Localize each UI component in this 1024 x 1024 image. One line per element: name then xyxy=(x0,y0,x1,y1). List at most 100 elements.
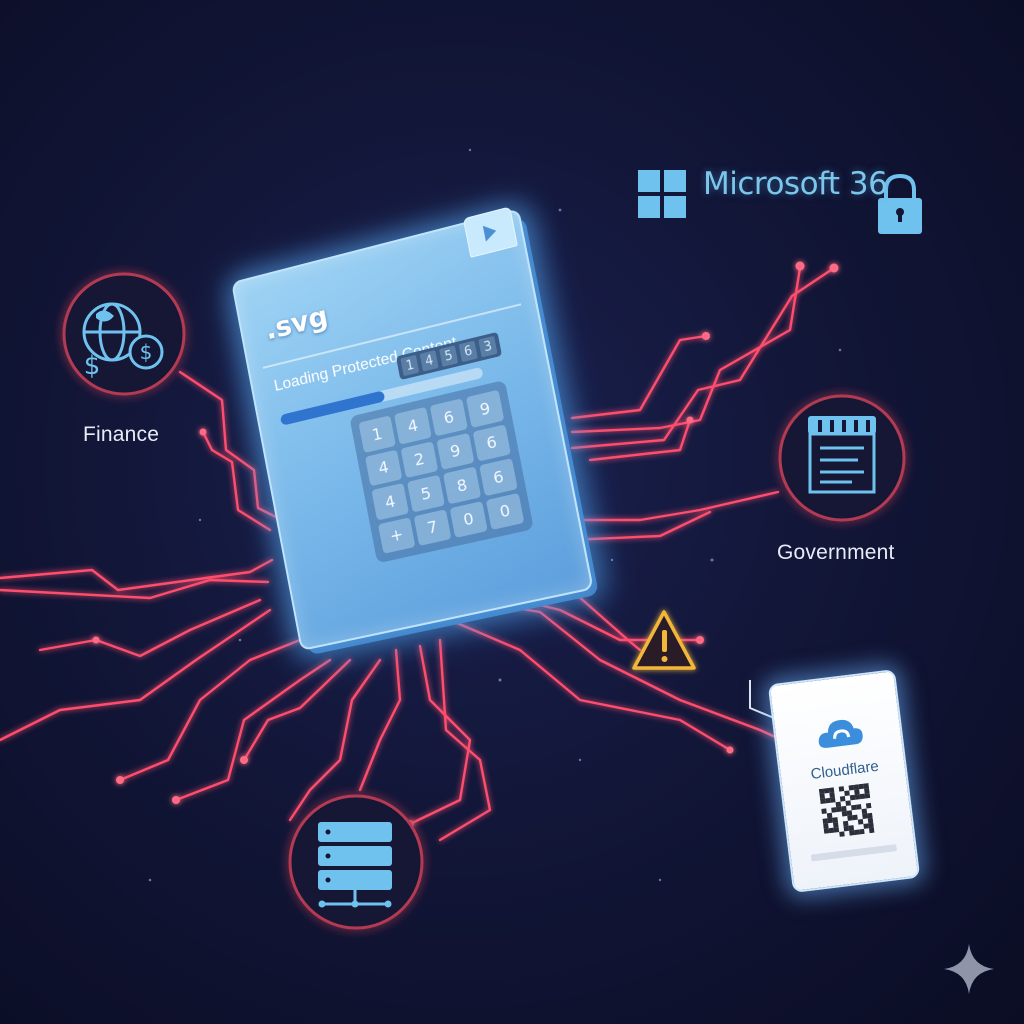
qr-module xyxy=(859,784,865,790)
code-digit: 4 xyxy=(420,350,439,371)
keypad-key[interactable]: + xyxy=(378,517,416,554)
keypad-key[interactable]: 5 xyxy=(407,475,445,512)
qr-module xyxy=(822,818,828,824)
code-digit: 1 xyxy=(400,355,419,376)
trace-server-2 xyxy=(410,646,470,824)
qr-module xyxy=(844,826,850,832)
keypad-key[interactable]: 4 xyxy=(394,407,432,444)
qr-module xyxy=(827,818,833,824)
qr-module xyxy=(854,784,860,790)
qr-module xyxy=(830,797,836,803)
trace-left-1 xyxy=(0,560,272,590)
qr-module xyxy=(866,803,872,809)
trace-gov-1 xyxy=(570,492,778,520)
qr-module xyxy=(832,817,838,823)
qr-module xyxy=(829,792,835,798)
qr-module xyxy=(847,810,853,816)
qr-module xyxy=(848,825,854,831)
keypad-key[interactable]: 1 xyxy=(358,415,395,452)
window-title: .svg xyxy=(263,299,331,346)
government-label: Government xyxy=(777,541,895,565)
trace-left-4 xyxy=(40,600,260,656)
server-node xyxy=(290,796,422,928)
qr-module xyxy=(819,793,825,799)
qr-module xyxy=(824,828,830,834)
qr-module xyxy=(858,819,864,825)
keypad-key[interactable]: 6 xyxy=(473,424,511,462)
qr-module xyxy=(844,790,850,796)
svg-text:$: $ xyxy=(140,340,153,364)
qr-module xyxy=(821,808,827,814)
finance-node: $ $ xyxy=(64,274,184,394)
keypad-key[interactable]: 6 xyxy=(479,458,517,496)
qr-module xyxy=(856,804,862,810)
qr-module xyxy=(823,823,829,829)
qr-module xyxy=(863,823,869,829)
qr-module xyxy=(820,798,826,804)
qr-module xyxy=(847,815,853,821)
qr-module xyxy=(868,823,874,829)
qr-module xyxy=(827,813,833,819)
qr-module xyxy=(849,830,855,836)
qr-module xyxy=(829,828,835,834)
qr-module xyxy=(845,800,851,806)
qr-module xyxy=(865,793,871,799)
keypad-key[interactable]: 2 xyxy=(400,441,438,478)
qr-module xyxy=(841,806,847,812)
svg-text:$: $ xyxy=(84,351,101,381)
qr-module xyxy=(833,822,839,828)
keypad-key[interactable]: 9 xyxy=(436,432,474,470)
qr-code-icon xyxy=(819,783,875,839)
qr-module xyxy=(859,829,865,835)
qr-module xyxy=(819,789,825,795)
qr-module xyxy=(851,805,857,811)
qr-module xyxy=(864,788,870,794)
qr-module xyxy=(836,802,842,808)
qr-module xyxy=(860,794,866,800)
qr-module xyxy=(869,828,875,834)
keypad-key[interactable]: 0 xyxy=(450,501,488,538)
trace-server-3 xyxy=(440,640,490,840)
qr-module xyxy=(836,807,842,813)
qr-module xyxy=(825,798,831,804)
government-node xyxy=(780,396,904,520)
keypad-key[interactable]: 4 xyxy=(365,449,402,486)
qr-module xyxy=(850,795,856,801)
qr-module xyxy=(855,794,861,800)
keypad-key[interactable]: 0 xyxy=(486,492,525,530)
card-footer-bar xyxy=(811,844,897,861)
sparkle-icon xyxy=(942,942,996,996)
qr-module xyxy=(829,787,835,793)
keypad-key[interactable]: 8 xyxy=(443,466,481,503)
keypad-key[interactable]: 4 xyxy=(371,483,409,520)
finance-label: Finance xyxy=(83,423,159,447)
qr-module xyxy=(840,796,846,802)
qr-module xyxy=(839,831,845,837)
keypad-key[interactable]: 6 xyxy=(430,398,468,436)
code-digit: 3 xyxy=(478,336,497,358)
qr-module xyxy=(842,811,848,817)
qr-module xyxy=(867,813,873,819)
cloud-icon xyxy=(814,713,866,751)
keypad-key[interactable]: 9 xyxy=(466,390,504,428)
qr-module xyxy=(852,815,858,821)
qr-module xyxy=(854,830,860,836)
qr-module xyxy=(824,788,830,794)
cloudflare-card: Cloudflare xyxy=(768,669,921,893)
microsoft-label: Microsoft 36 xyxy=(703,166,887,202)
qr-module xyxy=(862,813,868,819)
qr-module xyxy=(843,821,849,827)
windows-logo-icon xyxy=(638,170,686,218)
qr-module xyxy=(868,818,874,824)
code-digit: 5 xyxy=(439,345,458,366)
play-arrow-icon xyxy=(483,223,498,242)
qr-module xyxy=(862,808,868,814)
cloudflare-label: Cloudflare xyxy=(794,756,895,785)
qr-module xyxy=(834,827,840,833)
trace-down-1 xyxy=(120,640,300,780)
keypad-key[interactable]: 7 xyxy=(414,509,452,546)
qr-module xyxy=(863,783,869,789)
qr-module xyxy=(854,789,860,795)
trace-finance-2 xyxy=(203,432,270,530)
